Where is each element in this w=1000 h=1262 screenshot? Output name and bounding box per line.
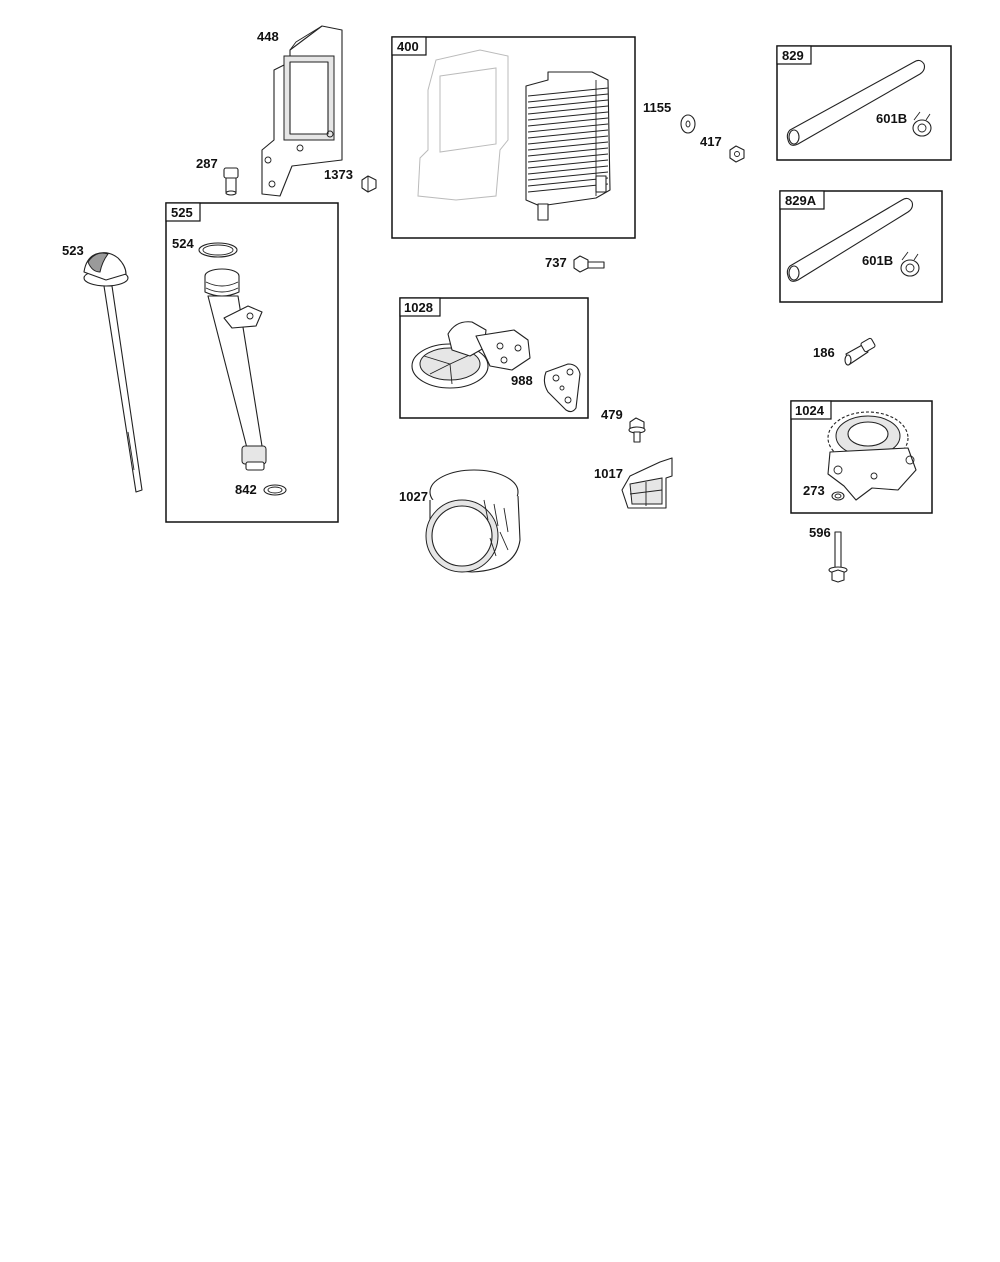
box-525-frame: [165, 202, 339, 523]
callout-601b-a: 601B: [876, 111, 907, 126]
part-1017-shield[interactable]: [621, 457, 673, 509]
callout-1017: 1017: [594, 466, 623, 481]
callout-287: 287: [196, 156, 218, 171]
callout-524: 524: [172, 236, 194, 251]
callout-988: 988: [511, 373, 533, 388]
callout-601b-b: 601B: [862, 253, 893, 268]
part-1024-oil-pump[interactable]: [827, 411, 917, 501]
callout-737: 737: [545, 255, 567, 270]
box-400-tag: [391, 36, 427, 56]
filter-ribs: [483, 499, 509, 557]
box-829-frame: [776, 45, 952, 161]
part-479-bolt[interactable]: [628, 417, 646, 443]
part-829a-hose[interactable]: [786, 197, 914, 282]
part-1373-bolt[interactable]: [361, 175, 377, 193]
callout-523: 523: [62, 243, 84, 258]
callout-273: 273: [803, 483, 825, 498]
part-273-o-ring[interactable]: [831, 491, 845, 501]
box-829a-frame: [779, 190, 943, 303]
part-842-o-ring[interactable]: [263, 484, 287, 496]
box-1028-frame: [399, 297, 589, 419]
part-601b-clamp-b[interactable]: [900, 251, 920, 277]
callout-1027: 1027: [399, 489, 428, 504]
box-1024-tag: [790, 400, 832, 420]
box-829-label: 829: [782, 48, 804, 63]
part-400-oil-cooler[interactable]: [417, 49, 611, 221]
box-1028-label: 1028: [404, 300, 433, 315]
box-525-label: 525: [171, 205, 193, 220]
box-1024-label: 1024: [795, 403, 825, 418]
part-1027-oil-filter[interactable]: [425, 469, 521, 573]
part-525-dipstick-tube[interactable]: [204, 268, 267, 471]
part-737-bolt[interactable]: [573, 255, 605, 273]
part-186-fitting[interactable]: [844, 337, 876, 366]
callout-1155: 1155: [643, 100, 671, 115]
box-1024-frame: [790, 400, 933, 514]
box-829a-tag: [779, 190, 825, 210]
callout-448: 448: [257, 29, 279, 44]
callout-479: 479: [601, 407, 623, 422]
box-400-frame: [391, 36, 636, 239]
callout-186: 186: [813, 345, 835, 360]
callout-596: 596: [809, 525, 831, 540]
callout-842: 842: [235, 482, 257, 497]
part-417-nut[interactable]: [729, 145, 745, 163]
box-525-tag: [165, 202, 201, 222]
box-829a-label: 829A: [785, 193, 817, 208]
part-1155-washer[interactable]: [680, 114, 696, 134]
part-601b-clamp-a[interactable]: [912, 111, 932, 137]
part-524-o-ring[interactable]: [198, 242, 238, 258]
part-1028-filter-adapter[interactable]: [411, 321, 531, 389]
box-400-label: 400: [397, 39, 419, 54]
cooler-fins: [527, 87, 609, 193]
part-523-dipstick[interactable]: [83, 252, 143, 493]
callout-1373: 1373: [324, 167, 353, 182]
part-596-bolt[interactable]: [828, 531, 848, 583]
part-988-gasket[interactable]: [543, 363, 581, 413]
part-448-bracket[interactable]: [261, 25, 343, 197]
box-1028-tag: [399, 297, 441, 317]
callout-417: 417: [700, 134, 722, 149]
part-829-hose[interactable]: [786, 59, 926, 146]
box-829-tag: [776, 45, 812, 65]
part-287-fitting[interactable]: [223, 167, 239, 196]
